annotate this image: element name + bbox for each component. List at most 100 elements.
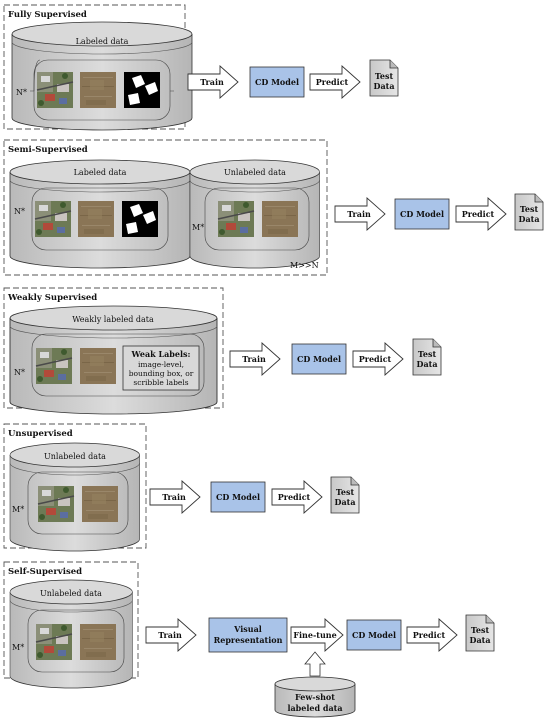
count-label: N* xyxy=(16,88,27,97)
test-label-line2: Data xyxy=(519,214,540,224)
finetune-arrow xyxy=(290,617,344,653)
cylinder-label: Unlabeled data xyxy=(44,452,106,461)
weakly-supervised-section: Weakly Supervised Weakly labeled data N*… xyxy=(3,287,442,415)
test-label-line2: Data xyxy=(374,81,395,91)
visual-representation-line2: Representation xyxy=(214,635,283,645)
count-label: M* xyxy=(192,223,204,232)
predict-label: Predict xyxy=(316,77,349,87)
test-label-line1: Test xyxy=(336,487,355,497)
after-image xyxy=(78,201,114,237)
predict-arrow xyxy=(352,341,404,377)
cd-model-box xyxy=(291,343,347,375)
train-label: Train xyxy=(162,492,186,502)
test-label-line1: Test xyxy=(375,71,394,81)
cd-model-box xyxy=(210,481,266,513)
predict-label: Predict xyxy=(413,630,446,640)
weak-labels-title: Weak Labels: xyxy=(131,349,191,359)
cylinder-label: Unlabeled data xyxy=(40,589,102,598)
predict-arrow xyxy=(455,196,507,232)
before-image xyxy=(34,200,72,238)
before-image xyxy=(37,485,75,523)
section-title: Fully Supervised xyxy=(8,10,87,20)
before-image xyxy=(36,71,74,109)
train-arrow xyxy=(187,64,239,100)
self-supervised-section: Self-Supervised Unlabeled data M* Train … xyxy=(3,561,495,718)
before-image xyxy=(35,623,73,661)
cylinder-label: Weakly labeled data xyxy=(72,315,154,324)
image-group-frame xyxy=(33,59,171,121)
train-label: Train xyxy=(242,354,266,364)
image-group-frame xyxy=(31,187,169,251)
relation-label: M>>N xyxy=(290,261,319,270)
after-image xyxy=(80,348,116,384)
before-image xyxy=(217,200,255,238)
few-shot-line1: Few-shot xyxy=(295,692,335,702)
change-mask-image xyxy=(122,201,158,237)
up-arrow xyxy=(304,651,326,677)
visual-representation-box xyxy=(208,617,288,653)
section-frame xyxy=(3,139,328,276)
predict-arrow xyxy=(309,64,361,100)
train-arrow xyxy=(334,196,386,232)
before-image xyxy=(35,347,73,385)
predict-arrow xyxy=(406,617,458,653)
cd-model-label: CD Model xyxy=(216,492,260,502)
count-label: M* xyxy=(12,505,24,514)
train-arrow xyxy=(145,617,197,653)
image-group-frame xyxy=(204,187,310,251)
section-title: Semi-Supervised xyxy=(8,145,88,155)
predict-label: Predict xyxy=(278,492,311,502)
predict-label: Predict xyxy=(359,354,392,364)
train-label: Train xyxy=(347,209,371,219)
test-label-line2: Data xyxy=(335,497,356,507)
section-title: Weakly Supervised xyxy=(7,293,97,303)
visual-representation-line1: Visual xyxy=(233,624,262,634)
weak-labels-box xyxy=(122,345,200,391)
cd-model-label: CD Model xyxy=(400,209,444,219)
image-group-frame xyxy=(31,333,205,397)
test-label-line1: Test xyxy=(471,625,490,635)
few-shot-line2: labeled data xyxy=(287,703,342,713)
test-label-line2: Data xyxy=(417,359,438,369)
weak-labels-line3: scribble labels xyxy=(133,378,188,387)
after-image xyxy=(80,624,116,660)
after-image xyxy=(82,486,118,522)
image-group-frame xyxy=(27,609,125,673)
after-image xyxy=(262,201,298,237)
test-label-line1: Test xyxy=(520,204,539,214)
after-image xyxy=(80,72,116,108)
count-label: M* xyxy=(12,643,24,652)
cd-model-box xyxy=(249,66,305,98)
weak-labels-line2: bounding box, or xyxy=(129,369,194,378)
change-mask-image xyxy=(124,72,160,108)
cylinder-label: Labeled data xyxy=(76,37,129,46)
cd-model-box xyxy=(346,619,402,651)
test-label-line2: Data xyxy=(470,635,491,645)
section-frame xyxy=(3,287,224,409)
count-label: N* xyxy=(14,368,25,377)
cd-model-label: CD Model xyxy=(255,77,299,87)
section-title: Unsupervised xyxy=(8,429,73,439)
cylinder-label: Labeled data xyxy=(74,168,127,177)
section-title: Self-Supervised xyxy=(8,567,82,577)
few-shot-cylinder xyxy=(274,676,356,718)
cd-model-label: CD Model xyxy=(352,630,396,640)
semi-supervised-section: Semi-Supervised Labeled data N* Unlabele… xyxy=(3,139,544,276)
test-label-line1: Test xyxy=(418,349,437,359)
train-label: Train xyxy=(200,77,224,87)
fully-supervised-section: Fully Supervised Labeled data N* Train C… xyxy=(3,4,399,131)
train-arrow xyxy=(149,479,201,515)
finetune-label: Fine-tune xyxy=(293,630,336,640)
predict-arrow xyxy=(271,479,323,515)
count-label: N* xyxy=(14,207,25,216)
unsupervised-section: Unsupervised Unlabeled data M* Train CD … xyxy=(3,423,360,552)
train-label: Train xyxy=(158,630,182,640)
weak-labels-line1: image-level, xyxy=(138,360,184,369)
cylinder-label: Unlabeled data xyxy=(224,168,286,177)
train-arrow xyxy=(229,341,281,377)
cd-model-box xyxy=(394,198,450,230)
image-group-frame xyxy=(27,471,129,535)
cd-model-label: CD Model xyxy=(297,354,341,364)
predict-label: Predict xyxy=(462,209,495,219)
